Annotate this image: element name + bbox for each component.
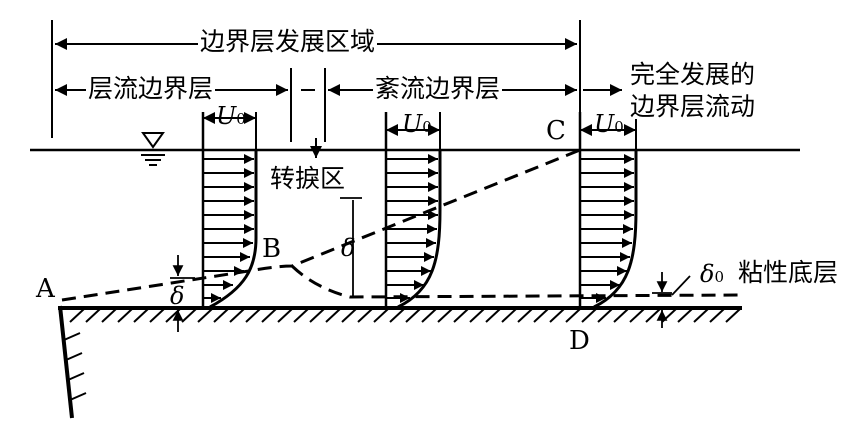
delta-turbulent: δ <box>341 234 356 262</box>
thickness-markers <box>170 197 691 332</box>
delta-zero-label: δ0 <box>700 260 724 288</box>
water-level-icon <box>141 132 165 166</box>
velocity-label-laminar: U0 <box>216 102 246 130</box>
label-laminar-boundary-layer: 层流边界层 <box>86 74 216 103</box>
label-transition-zone: 转捩区 <box>268 164 348 193</box>
point-c-label: C <box>546 116 566 146</box>
velocity-profile-turbulent <box>384 112 442 309</box>
label-fully-developed-line1: 完全发展的 <box>628 60 758 89</box>
point-d-label: D <box>569 326 590 356</box>
label-development-region: 边界层发展区域 <box>198 27 378 56</box>
plate-hatching <box>63 308 741 401</box>
point-b-label: B <box>262 234 282 264</box>
velocity-profile-laminar <box>201 112 258 309</box>
plate <box>58 305 742 419</box>
label-turbulent-boundary-layer: 紊流边界层 <box>373 74 503 103</box>
label-viscous-sublayer: 粘性底层 <box>736 258 841 287</box>
boundary-layer-edge <box>61 148 741 302</box>
velocity-label-developed: U0 <box>594 110 624 138</box>
point-a-label: A <box>36 274 55 304</box>
velocity-profile-developed <box>578 112 638 309</box>
delta-laminar: δ <box>170 282 185 310</box>
velocity-label-turbulent: U0 <box>402 110 432 138</box>
label-fully-developed-line2: 边界层流动 <box>628 92 758 121</box>
